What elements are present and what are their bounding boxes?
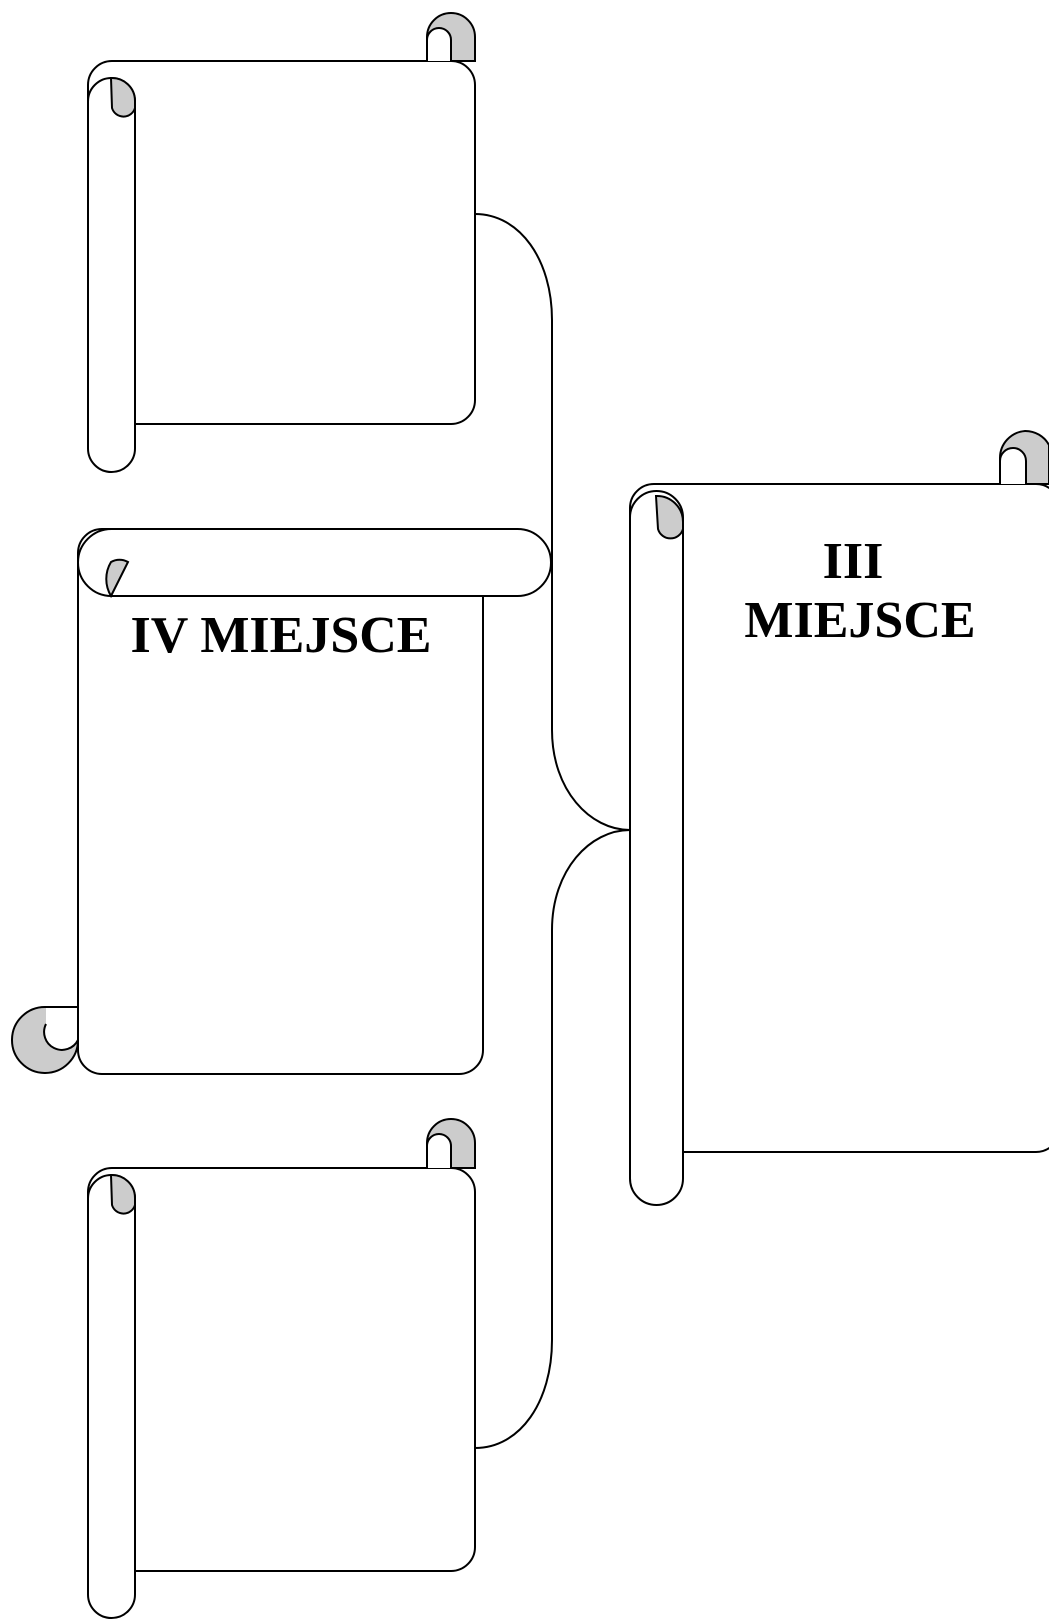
scroll-bottom-left — [88, 1119, 475, 1618]
scroll-top-left — [88, 13, 475, 472]
third-place-label-line2: MIEJSCE — [744, 592, 975, 649]
fourth-place-label: IV MIEJSCE — [130, 607, 431, 664]
scroll-fourth-place: IV MIEJSCE — [12, 529, 551, 1074]
connector-top-left — [475, 214, 630, 830]
scroll-third-place: III MIEJSCE — [630, 431, 1049, 1205]
third-place-label-line1: III — [823, 533, 884, 590]
connector-bottom-left — [475, 830, 630, 1448]
bracket-connectors — [475, 214, 630, 1448]
